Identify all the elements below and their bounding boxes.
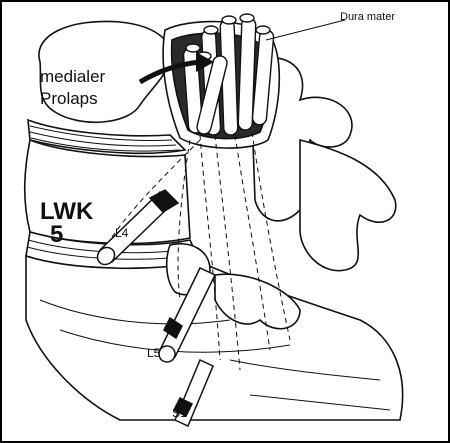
root-l5-label: L5 [147,346,161,360]
lwk-label-line2: 5 [50,221,63,248]
prolaps-label-line2: Prolaps [40,89,98,108]
spinous-process [300,140,396,271]
root-l4-label: L4 [115,226,129,240]
prolaps-label-line1: medialer [40,67,106,86]
dura-mater-label: Dura mater [340,11,395,23]
lwk-label-line1: LWK [40,198,94,225]
dura-leader-line [266,20,345,40]
root-s1-label: S1 [172,406,187,420]
